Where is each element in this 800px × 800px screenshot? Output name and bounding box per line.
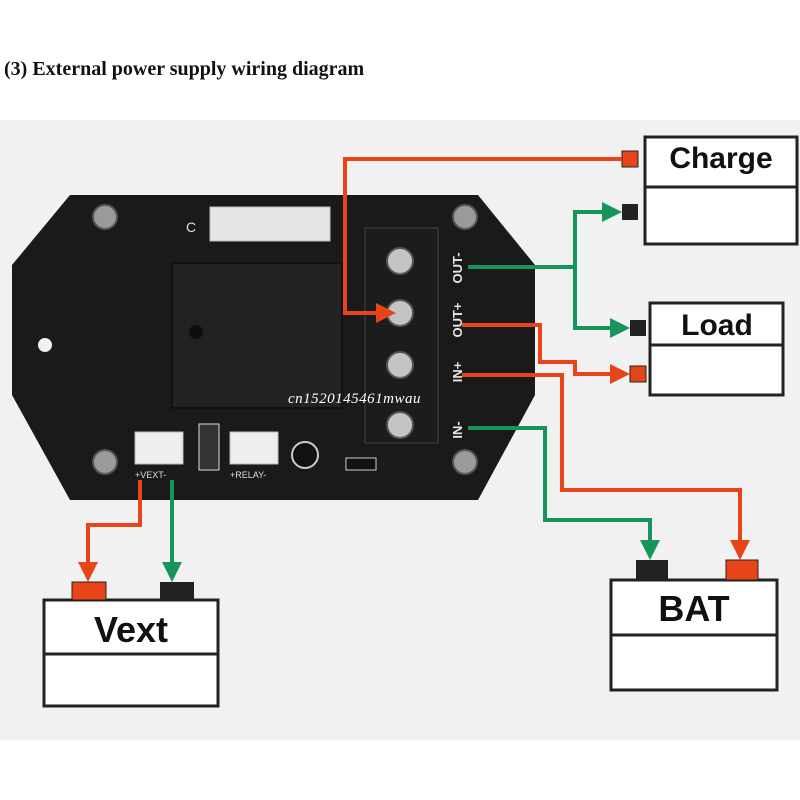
control-board: C +VEXT- +RELAY- OUT- OUT+ IN+ IN- xyxy=(12,195,535,500)
load-positive-post xyxy=(629,365,647,383)
wire-out-plus-to-load xyxy=(462,323,630,384)
top-connector xyxy=(209,206,331,242)
relay-connector xyxy=(229,431,279,465)
left-mount-hole xyxy=(38,338,52,352)
load-label: Load xyxy=(681,309,753,342)
led xyxy=(345,457,377,471)
terminal-label-in-plus: IN+ xyxy=(450,361,465,382)
diagram-title: (3) External power supply wiring diagram xyxy=(4,58,365,80)
bat-negative-post xyxy=(636,560,668,580)
vext-connector-label: +VEXT- xyxy=(135,470,166,480)
screw xyxy=(92,204,478,475)
terminal-label-out-plus: OUT+ xyxy=(450,302,465,337)
wire-in-minus-to-bat xyxy=(468,426,660,560)
sensor xyxy=(291,441,319,469)
watermark: cn1520145461mwau xyxy=(288,391,421,407)
wire-vext-positive xyxy=(78,480,142,582)
load-box xyxy=(648,301,785,397)
vext-connector xyxy=(134,431,184,465)
jumper xyxy=(198,423,220,471)
vext-box xyxy=(42,598,220,708)
wire-out-minus-to-charge xyxy=(468,202,622,269)
charge-box xyxy=(643,135,799,246)
wire-out-minus-to-load xyxy=(573,267,630,338)
bat-positive-post xyxy=(725,559,759,581)
positive-wires xyxy=(78,157,750,582)
vext-positive-post xyxy=(71,581,107,601)
relay-connector-label: +RELAY- xyxy=(230,470,266,480)
charge-positive-post xyxy=(621,150,639,168)
vext-negative-post xyxy=(160,582,194,600)
bat-box xyxy=(609,578,779,692)
wire-in-plus-to-bat xyxy=(462,373,750,560)
bat-label: BAT xyxy=(658,588,730,629)
terminal-label-in-minus: IN- xyxy=(450,421,465,438)
charge-label: Charge xyxy=(669,142,773,175)
vext-label: Vext xyxy=(93,609,169,650)
top-pin-label: C xyxy=(186,219,196,235)
negative-wires xyxy=(162,202,660,582)
terminal-label-out-minus: OUT- xyxy=(450,252,465,283)
load-negative-post xyxy=(630,320,646,336)
charge-negative-post xyxy=(622,204,638,220)
wire-charge-to-terminal xyxy=(343,157,622,323)
